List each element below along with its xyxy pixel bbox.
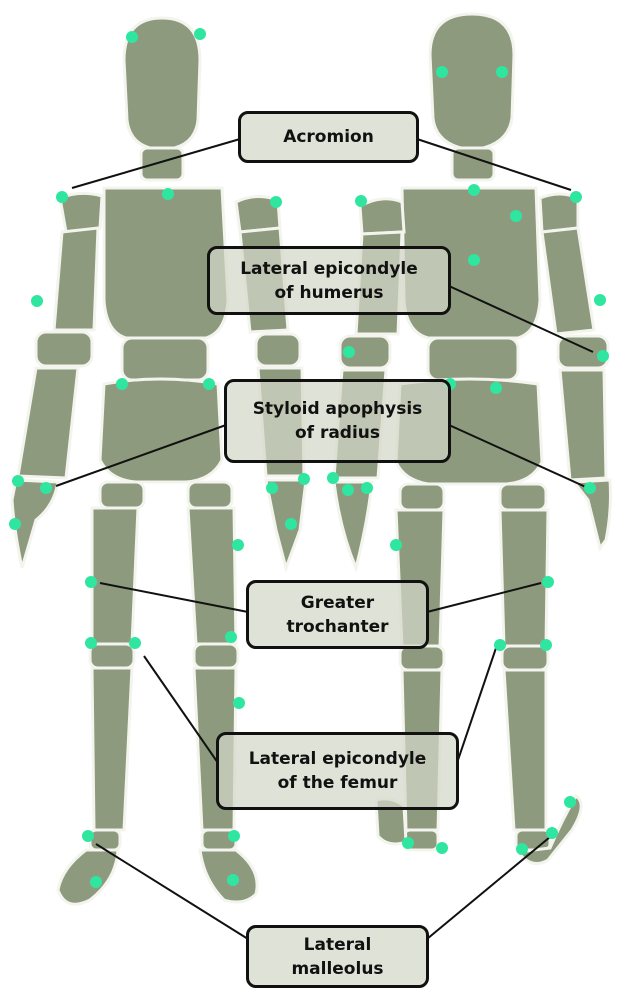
circle-marker-icon <box>490 382 502 394</box>
circle-marker-icon <box>40 482 52 494</box>
front-right-elbow <box>256 334 300 366</box>
leader-femur-back <box>457 648 496 763</box>
label-lateral-epicondyle-humerus: Lateral epicondyle of humerus <box>207 246 451 315</box>
back-right-thigh <box>500 510 548 646</box>
front-left-hip-joint <box>100 482 144 508</box>
label-lateral-epicondyle-femur: Lateral epicondyle of the femur <box>216 732 459 810</box>
circle-marker-icon <box>327 472 339 484</box>
front-left-foot <box>58 850 118 904</box>
front-neck <box>141 148 183 180</box>
front-pelvis <box>100 379 222 482</box>
leader-acromion-back <box>417 139 571 190</box>
front-left-elbow <box>36 332 92 366</box>
back-right-upper-arm <box>542 228 594 334</box>
back-right-knee <box>502 646 548 670</box>
circle-marker-icon <box>266 482 278 494</box>
back-left-knee <box>400 646 444 670</box>
circle-marker-icon <box>343 346 355 358</box>
front-left-shin <box>92 668 132 830</box>
circle-marker-icon <box>361 482 373 494</box>
circle-marker-icon <box>285 518 297 530</box>
circle-marker-icon <box>129 637 141 649</box>
front-right-knee <box>194 644 238 668</box>
circle-marker-icon <box>564 796 576 808</box>
circle-marker-icon <box>298 473 310 485</box>
front-left-ankle <box>90 830 120 850</box>
circle-marker-icon <box>31 295 43 307</box>
circle-marker-icon <box>468 254 480 266</box>
circle-marker-icon <box>82 830 94 842</box>
back-left-shoulder <box>360 199 404 234</box>
circle-marker-icon <box>516 843 528 855</box>
back-head <box>430 14 514 150</box>
front-left-thigh <box>92 508 138 644</box>
circle-marker-icon <box>227 874 239 886</box>
circle-marker-icon <box>597 350 609 362</box>
circle-marker-icon <box>584 482 596 494</box>
circle-marker-icon <box>194 28 206 40</box>
label-greater-trochanter: Greater trochanter <box>246 580 429 649</box>
circle-marker-icon <box>390 539 402 551</box>
circle-marker-icon <box>90 876 102 888</box>
circle-marker-icon <box>436 842 448 854</box>
circle-marker-icon <box>126 31 138 43</box>
circle-marker-icon <box>546 827 558 839</box>
circle-marker-icon <box>494 639 506 651</box>
circle-marker-icon <box>233 697 245 709</box>
circle-marker-icon <box>56 191 68 203</box>
circle-marker-icon <box>270 196 282 208</box>
label-acromion: Acromion <box>238 111 419 163</box>
circle-marker-icon <box>116 378 128 390</box>
circle-marker-icon <box>162 188 174 200</box>
circle-marker-icon <box>85 576 97 588</box>
circle-marker-icon <box>570 191 582 203</box>
front-left-upper-arm <box>54 228 98 330</box>
circle-marker-icon <box>9 518 21 530</box>
circle-marker-icon <box>355 195 367 207</box>
front-left-forearm <box>18 368 78 478</box>
circle-marker-icon <box>540 639 552 651</box>
circle-marker-icon <box>594 294 606 306</box>
front-left-knee <box>90 644 134 668</box>
back-right-shin <box>504 670 546 830</box>
circle-marker-icon <box>232 539 244 551</box>
circle-marker-icon <box>496 66 508 78</box>
back-left-hip-joint <box>400 484 444 510</box>
circle-marker-icon <box>510 210 522 222</box>
circle-marker-icon <box>225 631 237 643</box>
label-lateral-malleolus: Lateral malleolus <box>246 925 429 988</box>
circle-marker-icon <box>12 475 24 487</box>
circle-marker-icon <box>342 484 354 496</box>
back-left-hand <box>334 482 372 568</box>
back-right-hip-joint <box>500 484 546 510</box>
back-waist <box>428 338 518 380</box>
front-waist <box>122 338 208 380</box>
circle-marker-icon <box>228 830 240 842</box>
circle-marker-icon <box>436 66 448 78</box>
circle-marker-icon <box>468 184 480 196</box>
circle-marker-icon <box>402 837 414 849</box>
circle-marker-icon <box>542 576 554 588</box>
label-styloid-apophysis-radius: Styloid apophysis of radius <box>224 379 451 463</box>
front-right-thigh <box>188 508 236 644</box>
circle-marker-icon <box>203 378 215 390</box>
circle-marker-icon <box>85 637 97 649</box>
front-right-hip-joint <box>188 482 232 508</box>
back-right-forearm <box>560 370 606 480</box>
